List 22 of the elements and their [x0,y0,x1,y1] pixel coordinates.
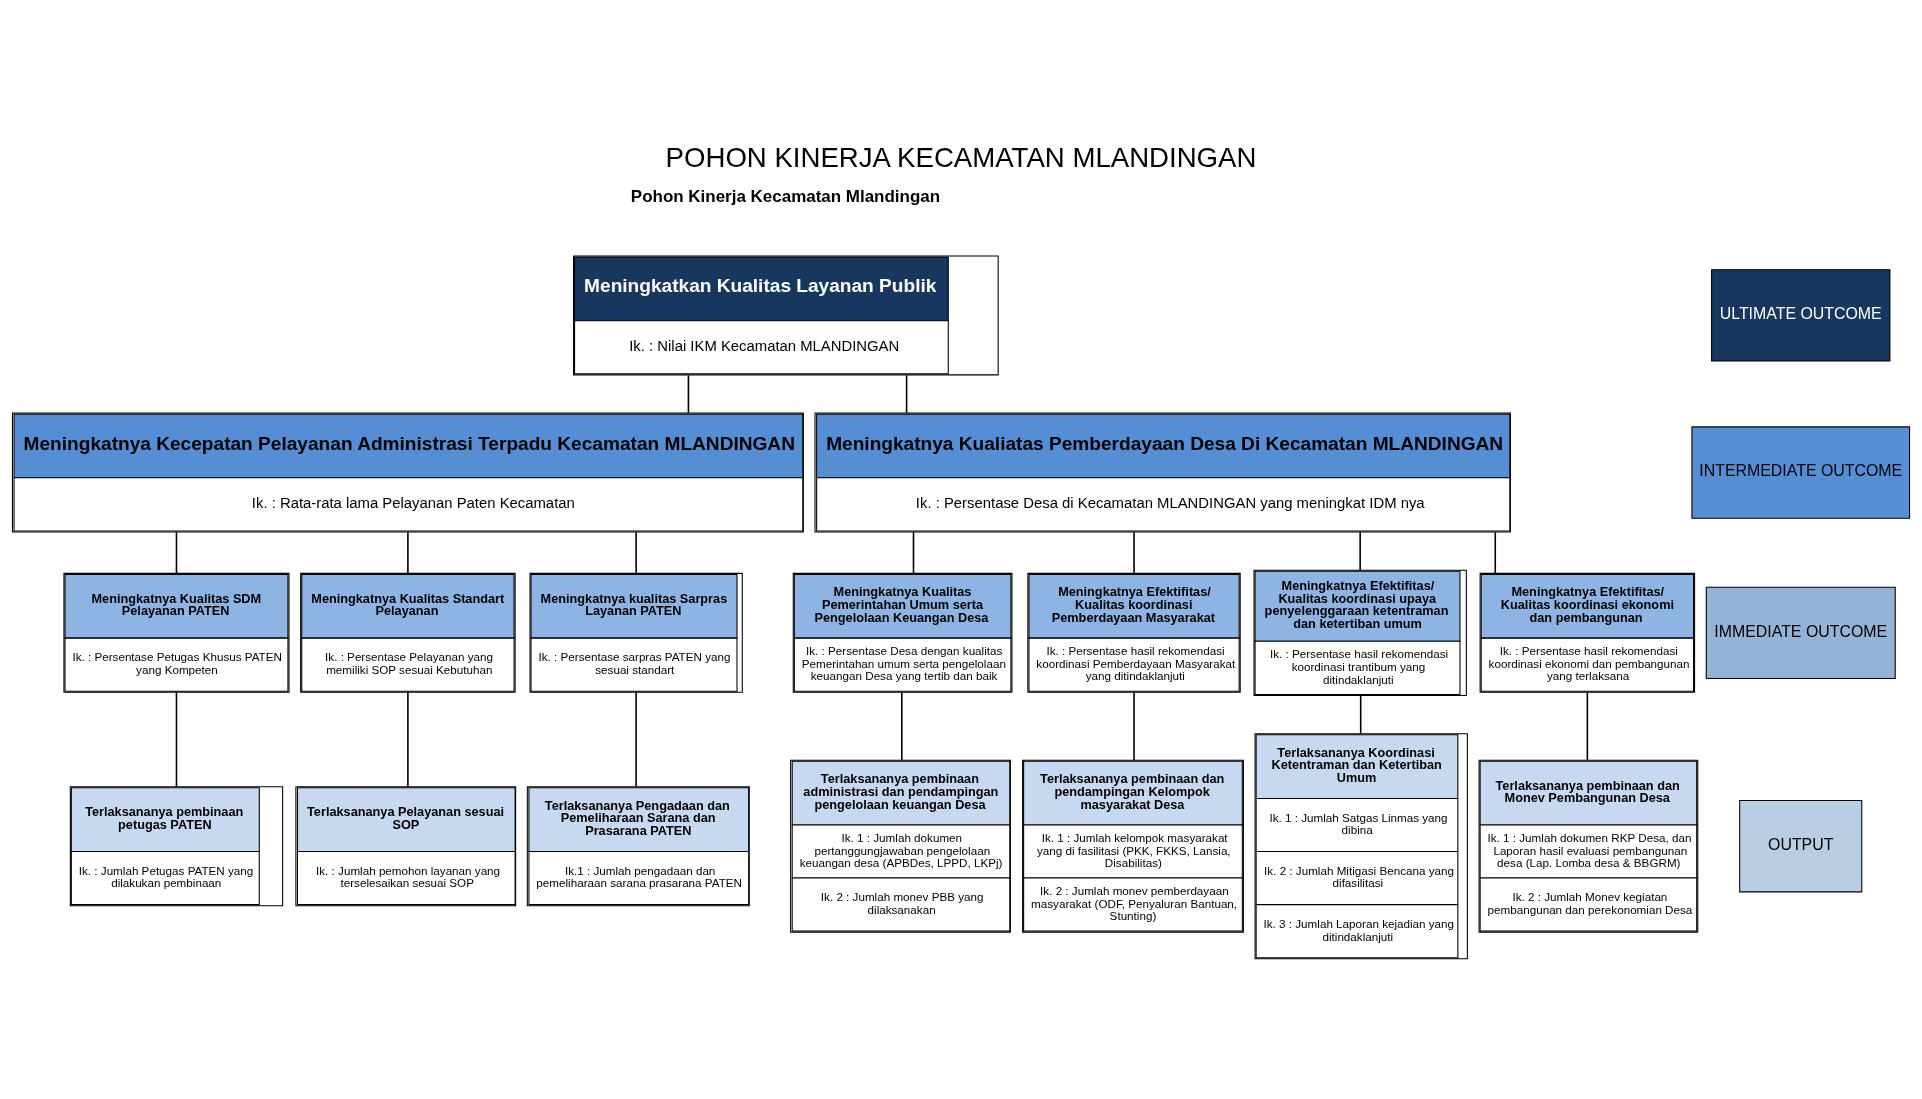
label: Pohon Kinerja Kecamatan Mlandingan [630,186,941,206]
connector [635,531,637,575]
node-box: ULTIMATE OUTCOME [1711,269,1891,362]
diagram-title: POHON KINERJA KECAMATAN MLANDINGAN [665,141,1257,173]
connector [1586,691,1589,761]
connector [407,531,409,575]
node-box: INTERMEDIATE OUTCOME [1691,426,1911,519]
connector [1359,531,1361,571]
connector [635,691,637,788]
connector [407,691,409,788]
connector [912,531,915,575]
connector [175,691,178,788]
connector [1133,691,1135,761]
connector [901,691,903,761]
node-box: OUTPUT [1739,800,1863,893]
connector [905,374,908,414]
connector [687,374,690,414]
connector [1494,531,1497,575]
connector [175,531,178,575]
connector [1133,531,1135,575]
connector [1359,694,1362,735]
node-box: IMMEDIATE OUTCOME [1705,586,1896,679]
